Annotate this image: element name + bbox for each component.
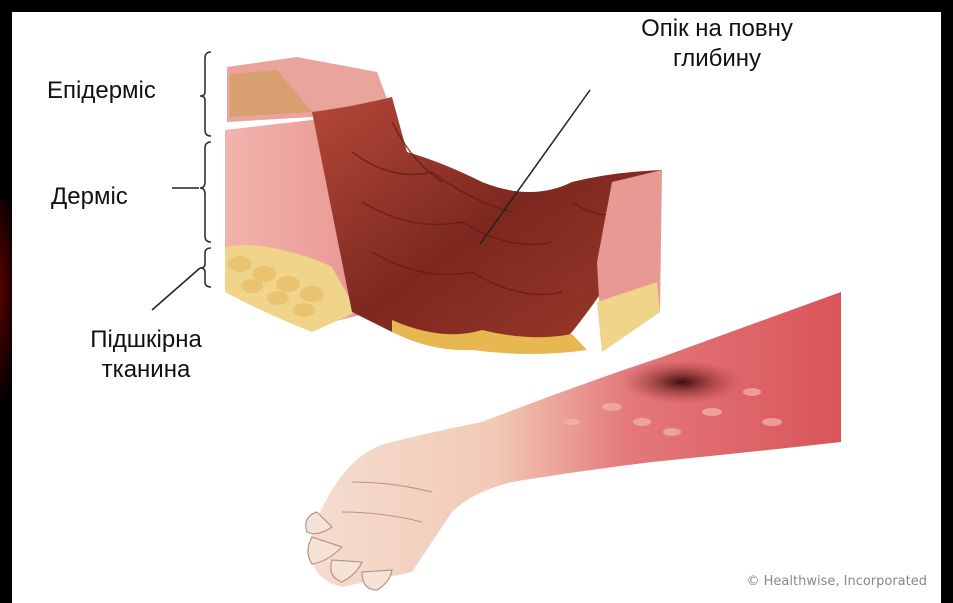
label-full-thickness-burn: Опік на повну глибину	[592, 14, 842, 74]
label-burn-line1: Опік на повну	[592, 14, 842, 44]
copyright-credit: © Healthwise, Incorporated	[747, 574, 927, 589]
skin-block	[225, 57, 662, 354]
layer-brackets	[200, 52, 211, 287]
illustration-panel: Епідерміс Дерміс Підшкірна тканина Опік …	[12, 12, 941, 603]
label-subcutaneous-tissue: Підшкірна тканина	[66, 325, 226, 385]
label-subcutaneous-line1: Підшкірна	[66, 325, 226, 355]
label-subcutaneous-line2: тканина	[66, 355, 226, 385]
label-dermis: Дерміс	[51, 182, 128, 212]
label-epidermis: Епідерміс	[47, 76, 156, 106]
label-burn-line2: глибину	[592, 44, 842, 74]
